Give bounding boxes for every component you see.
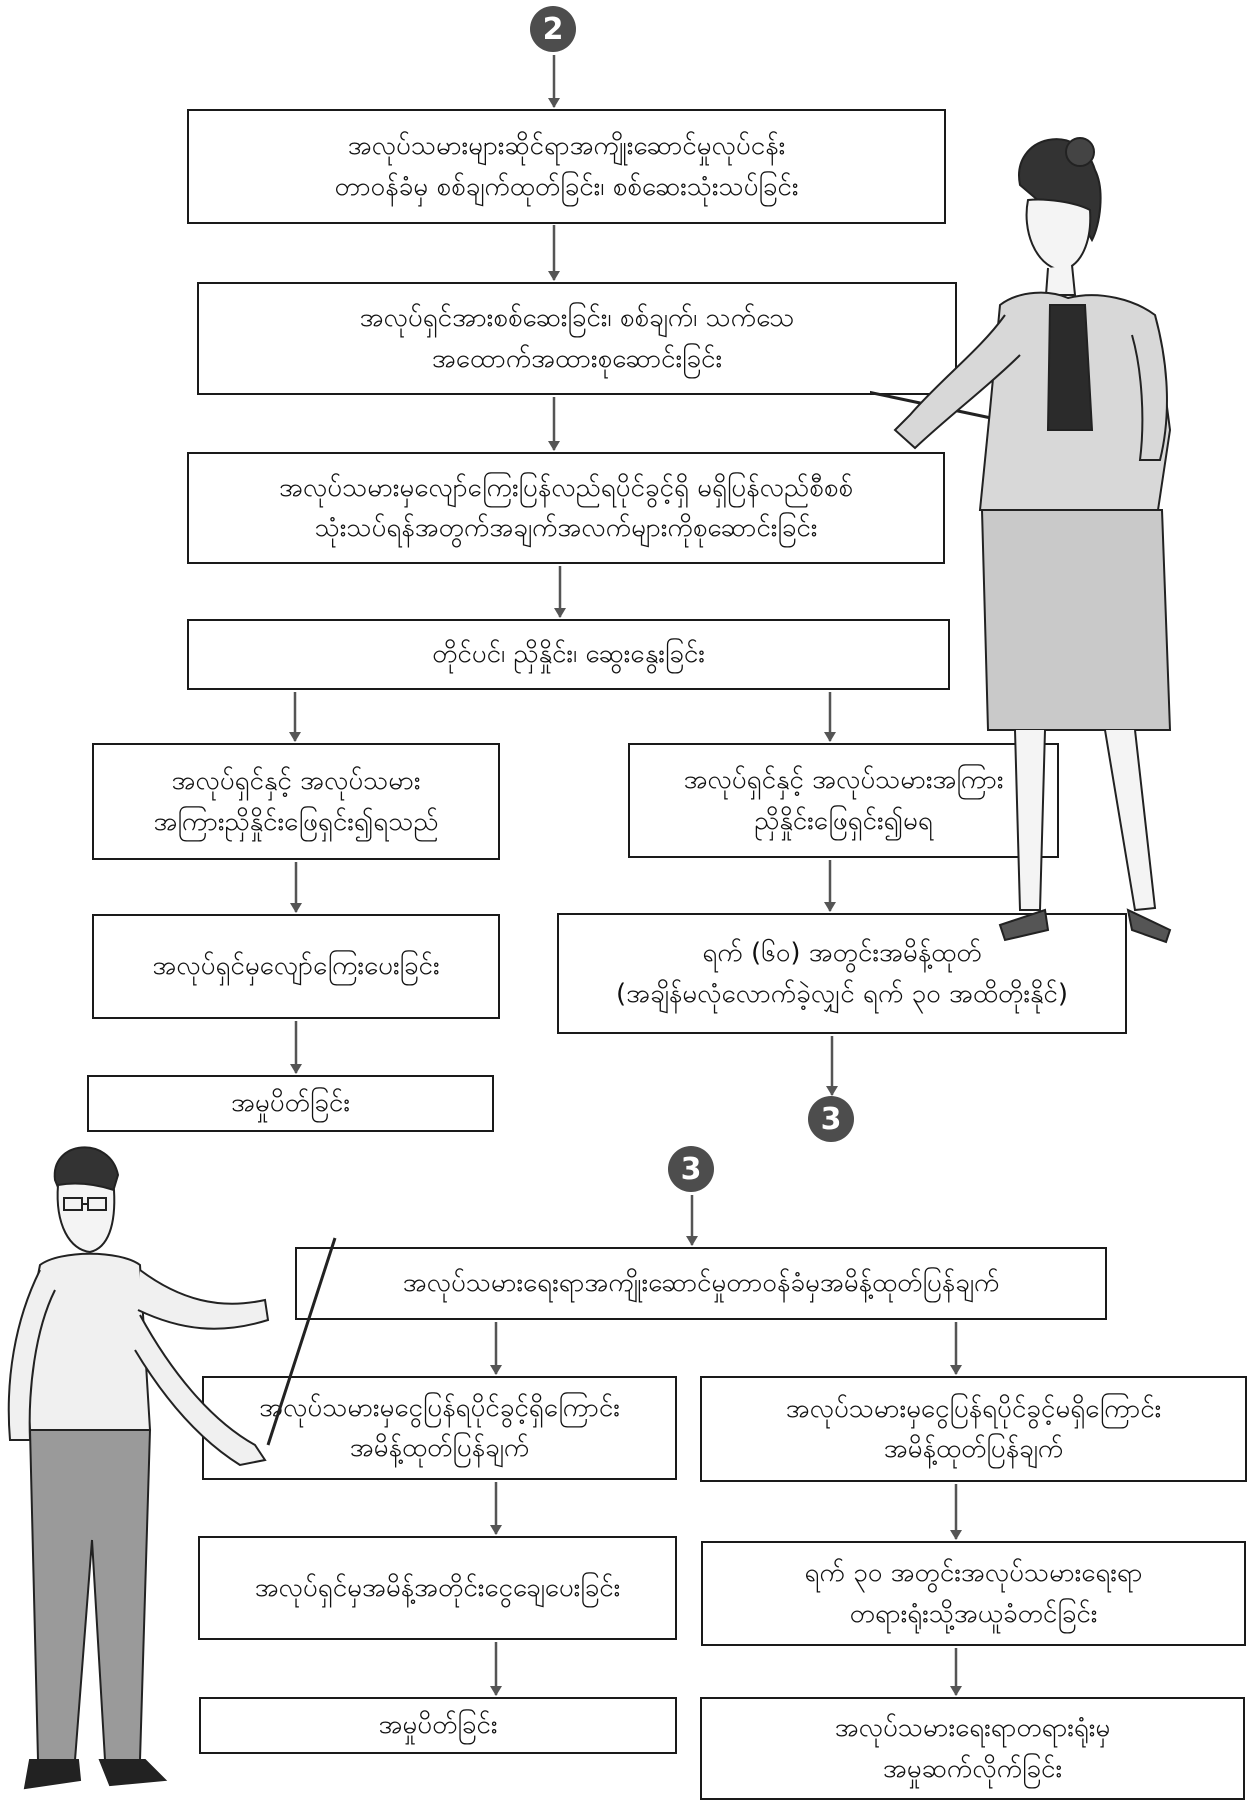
flow-box-officer-order: အလုပ်သမားရေးရာအကျိုးဆောင်မှုတာဝန်ခံမှအမိ… <box>295 1247 1107 1320</box>
flow-text: အမှုဆက်လိုက်ခြင်း <box>882 1753 1063 1784</box>
step-marker-3-in: 3 <box>668 1146 714 1192</box>
flow-box-employer-inspection: အလုပ်ရှင်အားစစ်ဆေးခြင်း၊ စစ်ချက်၊ သက်သေ … <box>197 282 957 395</box>
flow-text: ညှိနှိုင်းဖြေရှင်း၍မရ <box>754 805 933 836</box>
flow-text: အလုပ်သမားမှလျော်ကြေးပြန်လည်ရပိုင်ခွင့်ရှ… <box>279 472 853 503</box>
flow-text: အထောက်အထားစုဆောင်းခြင်း <box>431 343 723 374</box>
flow-text: အလုပ်ရှင်နှင့် အလုပ်သမားအကြား <box>683 765 1004 796</box>
flow-box-settled: အလုပ်ရှင်နှင့် အလုပ်သမား အကြားညှိနှိုင်း… <box>92 743 500 860</box>
flow-text: ရက် ၃၀ အတွင်းအလုပ်သမားရေးရာ <box>804 1558 1143 1589</box>
flow-text: အလုပ်သမားမှငွေပြန်ရပိုင်ခွင့်ရှိကြောင်း <box>259 1392 620 1423</box>
flow-text: တာဝန်ခံမှ စစ်ချက်ထုတ်ခြင်း၊ စစ်ဆေးသုံးသပ… <box>334 171 799 202</box>
flow-text: အလုပ်ရှင်မှအမိန့်အတိုင်းငွေချေပေးခြင်း <box>254 1572 621 1603</box>
flow-box-appeal-30-days: ရက် ၃၀ အတွင်းအလုပ်သမားရေးရာ တရားရုံးသို့… <box>701 1541 1246 1646</box>
flow-text: အလုပ်ရှင်နှင့် အလုပ်သမား <box>171 766 421 797</box>
step-marker-3-out: 3 <box>808 1096 854 1142</box>
man-presenter-illustration <box>7 1146 337 1790</box>
flow-text: တိုင်ပင်၊ ညှိနှိုင်း၊ ဆွေးနွေးခြင်း <box>432 639 705 670</box>
flow-box-negotiation: တိုင်ပင်၊ ညှိနှိုင်း၊ ဆွေးနွေးခြင်း <box>187 619 950 690</box>
flow-text: အလုပ်သမားရေးရာတရားရုံးမှ <box>834 1713 1111 1744</box>
flow-text: (အချိန်မလုံလောက်ခဲ့လျှင် ရက် ၃၀ အထိတိုးန… <box>616 978 1068 1009</box>
step-marker-2: 2 <box>530 6 576 52</box>
flow-box-court-proceeds: အလုပ်သမားရေးရာတရားရုံးမှ အမှုဆက်လိုက်ခြင… <box>700 1697 1245 1800</box>
flow-box-entitled-order: အလုပ်သမားမှငွေပြန်ရပိုင်ခွင့်ရှိကြောင်း … <box>202 1376 677 1480</box>
flow-text: အလုပ်ရှင်အားစစ်ဆေးခြင်း၊ စစ်ချက်၊ သက်သေ <box>359 303 795 334</box>
flow-text: အမိန့်ထုတ်ပြန်ချက် <box>883 1434 1064 1464</box>
flow-text: အလုပ်သမားရေးရာအကျိုးဆောင်မှုတာဝန်ခံမှအမိ… <box>402 1268 1000 1299</box>
flow-box-employer-pays: အလုပ်ရှင်မှအမိန့်အတိုင်းငွေချေပေးခြင်း <box>198 1536 677 1640</box>
flow-text: အမိန့်ထုတ်ပြန်ချက် <box>349 1433 530 1463</box>
flow-box-evidence-collection: အလုပ်သမားမှလျော်ကြေးပြန်လည်ရပိုင်ခွင့်ရှ… <box>187 452 945 564</box>
flow-box-compensation-paid: အလုပ်ရှင်မှလျော်ကြေးပေးခြင်း <box>92 914 500 1019</box>
woman-presenter-illustration <box>870 137 1172 944</box>
flow-text: အလုပ်သမားများဆိုင်ရာအကျိုးဆောင်မှုလုပ်ငန… <box>347 131 786 162</box>
flow-text: တရားရုံးသို့အယူခံတင်ခြင်း <box>849 1598 1098 1629</box>
flow-text: အမှုပိတ်ခြင်း <box>378 1710 498 1741</box>
flow-box-case-closed: အမှုပိတ်ခြင်း <box>87 1075 494 1132</box>
flow-text: အမှုပိတ်ခြင်း <box>231 1088 350 1119</box>
flow-text: ရက် (၆၀) အတွင်းအမိန့်ထုတ် <box>702 938 982 969</box>
flow-box-not-entitled-order: အလုပ်သမားမှငွေပြန်ရပိုင်ခွင့်မရှိကြောင်း… <box>700 1376 1247 1482</box>
flow-box-case-closed-2: အမှုပိတ်ခြင်း <box>199 1697 677 1754</box>
flow-box-interrogation: အလုပ်သမားများဆိုင်ရာအကျိုးဆောင်မှုလုပ်ငန… <box>187 109 946 224</box>
flow-text: အကြားညှိနှိုင်းဖြေရှင်း၍ရသည် <box>153 806 439 837</box>
flow-text: အလုပ်သမားမှငွေပြန်ရပိုင်ခွင့်မရှိကြောင်း <box>785 1393 1162 1424</box>
flow-box-not-settled: အလုပ်ရှင်နှင့် အလုပ်သမားအကြား ညှိနှိုင်း… <box>628 743 1059 858</box>
flow-text: သုံးသပ်ရန်အတွက်အချက်အလက်များကိုစုဆောင်းခ… <box>314 513 818 543</box>
flow-text: အလုပ်ရှင်မှလျော်ကြေးပေးခြင်း <box>152 951 440 982</box>
